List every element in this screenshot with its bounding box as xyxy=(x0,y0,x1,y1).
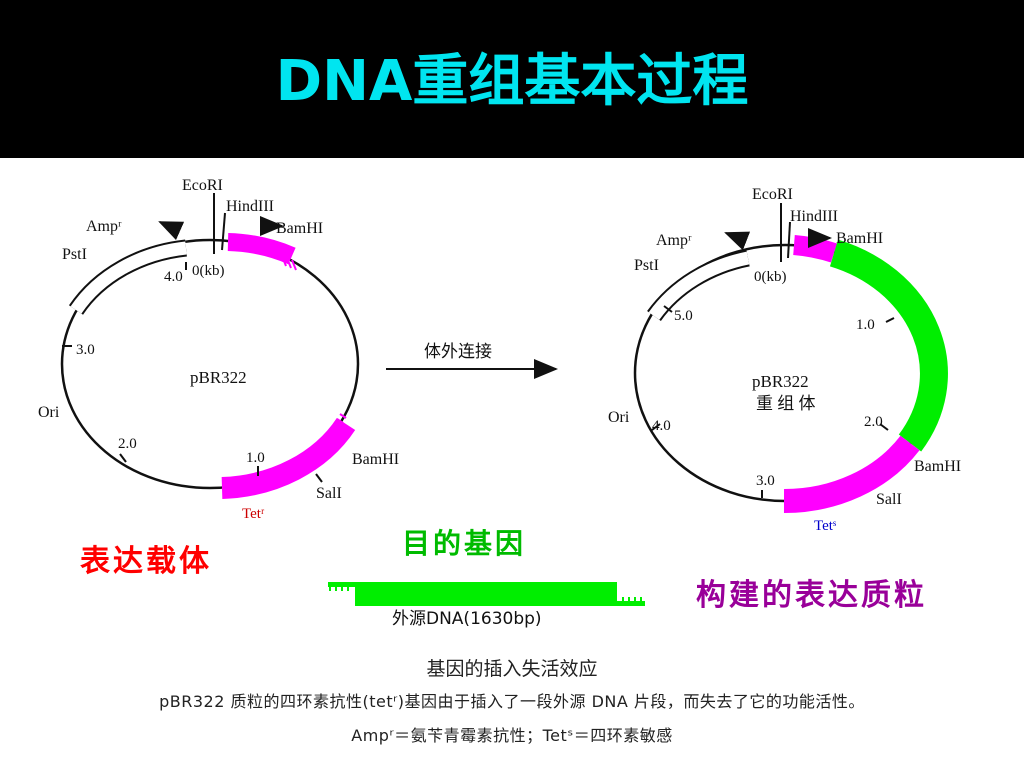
ligation-label: 体外连接 xyxy=(424,342,492,362)
bamhi-label-left-bottom: BamHI xyxy=(352,451,399,468)
tet-label-left: Tetʳ xyxy=(242,506,265,522)
tick-3-left: 3.0 xyxy=(76,342,95,358)
caption-title: 基因的插入失活效应 xyxy=(426,658,598,680)
amp-label-left: Ampʳ xyxy=(86,218,122,235)
sali-label-left: SalI xyxy=(316,485,342,502)
tick-4-right: 4.0 xyxy=(652,418,671,434)
plasmid-left-backbone xyxy=(60,238,360,490)
caption-note: Ampʳ＝氨苄青霉素抗性；Tetˢ＝四环素敏感 xyxy=(351,726,673,745)
target-gene-callout: 目的基因 xyxy=(402,527,527,560)
amp-arrow-left xyxy=(158,221,185,241)
bamhi-label-left-top: BamHI xyxy=(276,220,323,237)
psti-label-left: PstI xyxy=(62,246,87,263)
tet-label-right: Tetˢ xyxy=(814,518,836,534)
tick-1-left: 1.0 xyxy=(246,450,265,466)
tet-gene-left xyxy=(221,417,356,499)
ori-label-left: Ori xyxy=(38,404,60,421)
hindiii-line-right xyxy=(787,221,791,259)
tick-0-left: 0(kb) xyxy=(192,263,225,279)
foreign-dna-fragment: 外源DNA(1630bp) xyxy=(328,582,645,629)
title-bar xyxy=(0,0,1024,158)
amp-gene-right xyxy=(648,251,750,320)
bamhi-label-right-top: BamHI xyxy=(836,230,883,247)
tet-gene-right xyxy=(783,435,920,514)
diagram: EcoRI HindIII BamHI Ampʳ PstI 4.0 0(kb) … xyxy=(38,177,961,629)
caption-description: pBR322 质粒的四环素抗性(tetʳ)基因由于插入了一段外源 DNA 片段，… xyxy=(159,692,865,711)
psti-label-right: PstI xyxy=(634,257,659,274)
vector-callout: 表达载体 xyxy=(80,544,212,579)
hindiii-label-left: HindIII xyxy=(226,198,274,215)
plasmid-right: EcoRI HindIII BamHI Ampʳ PstI 0(kb) 5.0 … xyxy=(608,186,961,534)
ecori-label-left: EcoRI xyxy=(182,177,223,194)
tick-2-right: 2.0 xyxy=(864,414,883,430)
amp-gene-left xyxy=(70,241,187,314)
hindiii-line-left xyxy=(221,212,226,251)
amp-label-right: Ampʳ xyxy=(656,232,692,249)
tick-5-right: 5.0 xyxy=(674,308,693,324)
magenta-segment-right-top xyxy=(793,235,838,263)
ori-label-right: Ori xyxy=(608,409,630,426)
tick-0-right: 0(kb) xyxy=(754,269,787,285)
foreign-dna-label: 外源DNA(1630bp) xyxy=(392,609,542,629)
sticky-end-left-top xyxy=(281,255,297,271)
tick-2-left: 2.0 xyxy=(118,436,137,452)
green-insert-right xyxy=(829,239,948,452)
plasmid-right-name-1: pBR322 xyxy=(752,372,809,391)
slide-title: DNA重组基本过程 xyxy=(275,49,749,114)
ecori-label-right: EcoRI xyxy=(752,186,793,203)
magenta-segment-left-top xyxy=(227,233,296,265)
constructed-plasmid-callout: 构建的表达质粒 xyxy=(696,578,927,613)
amp-arrow-right xyxy=(724,231,751,251)
tick-4-left: 4.0 xyxy=(164,269,183,285)
plasmid-right-name-2: 重 组 体 xyxy=(756,394,816,413)
plasmid-left-name: pBR322 xyxy=(190,368,247,387)
plasmid-left: EcoRI HindIII BamHI Ampʳ PstI 4.0 0(kb) … xyxy=(38,177,399,522)
bamhi-label-right-bottom: BamHI xyxy=(914,458,961,475)
hindiii-label-right: HindIII xyxy=(790,208,838,225)
sali-label-right: SalI xyxy=(876,491,902,508)
tick-3-right: 3.0 xyxy=(756,473,775,489)
tick-1-right: 1.0 xyxy=(856,317,875,333)
sticky-end-left-bottom xyxy=(333,413,347,429)
foreign-dna-bar xyxy=(355,582,617,606)
